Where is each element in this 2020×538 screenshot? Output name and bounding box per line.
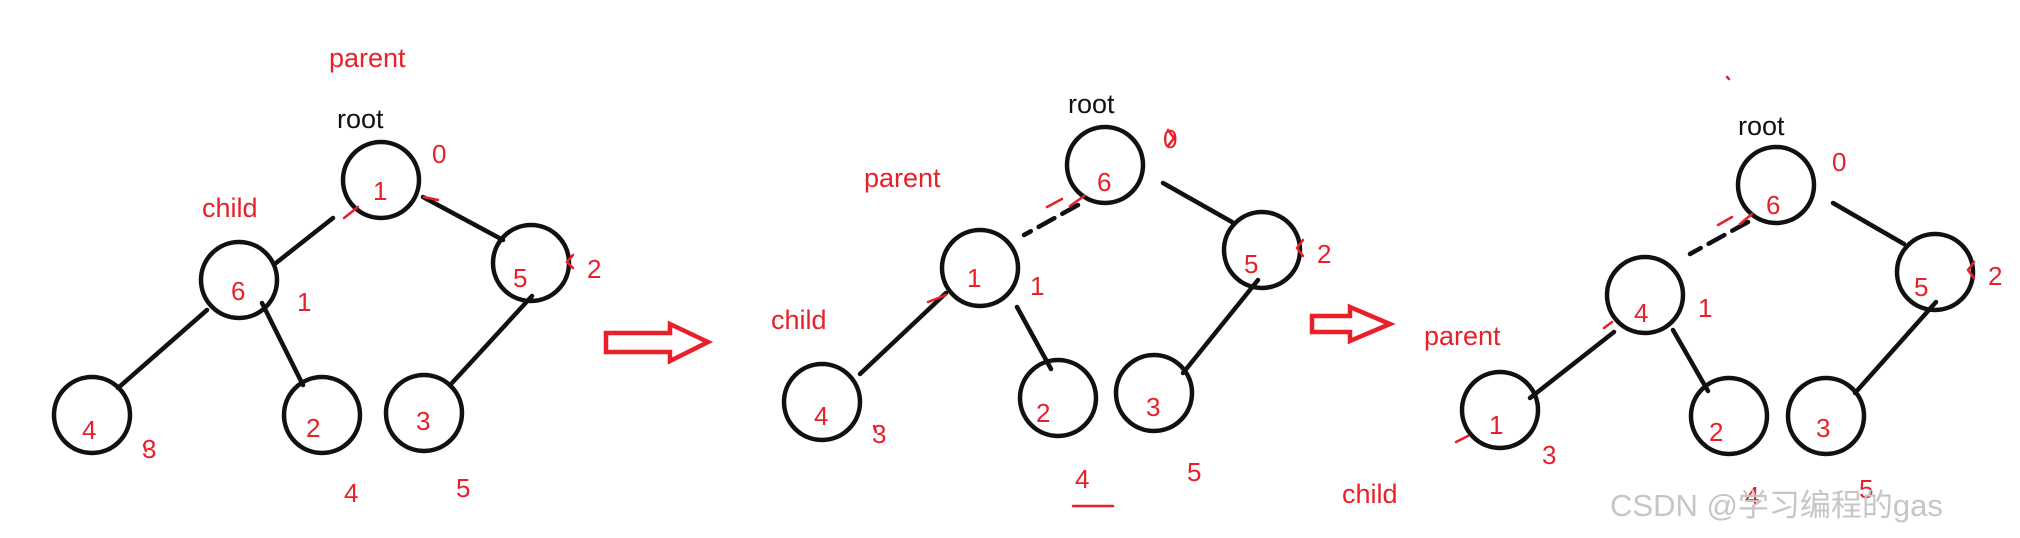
stage-2-node-2-value: 5 xyxy=(1244,249,1258,279)
stage-2-node-5-value: 3 xyxy=(1146,392,1160,422)
stage-3-pen-mark xyxy=(1725,75,1731,81)
stage-1-root-label: root xyxy=(337,104,384,134)
stage-3-tree: 6 4 5 1 2 3 0 1 2 3 4 5 root parent xyxy=(1342,75,2002,511)
stage-3-root-label: root xyxy=(1738,111,1785,141)
stage-1-pen-mark xyxy=(142,443,148,453)
stage-3-node-5-value: 3 xyxy=(1816,413,1830,443)
edge-root-right xyxy=(1160,180,1235,225)
stage-3-index-2: 2 xyxy=(1988,261,2002,291)
stage-2-pen-mark xyxy=(926,293,948,304)
stage-2-pen-mark xyxy=(1045,194,1086,209)
stage-2-root-label: root xyxy=(1068,89,1115,119)
edge-left-leftleaf xyxy=(115,307,210,391)
stage-2-node-4: 2 xyxy=(1017,357,1099,439)
stage-3-pen-mark xyxy=(1716,212,1754,227)
stage-3-pen-mark xyxy=(1454,434,1470,444)
stage-1-node-2: 5 xyxy=(490,222,572,304)
stage-2-node-3: 4 xyxy=(781,361,863,443)
stage-2-node-2: 5 xyxy=(1221,209,1303,291)
edge-left-rightleaf xyxy=(259,300,306,388)
edge-left-leftleaf xyxy=(857,290,949,377)
edge-root-left xyxy=(1021,202,1081,238)
stage-1-node-3-value: 4 xyxy=(82,415,96,445)
edge-left-rightleaf xyxy=(1014,304,1054,372)
stage-3-node-3: 1 xyxy=(1459,369,1541,451)
stage-3-index-3: 3 xyxy=(1542,440,1556,470)
stage-3-node-5: 3 xyxy=(1785,375,1867,457)
stage-2-index-4: 4 xyxy=(1075,464,1089,494)
stage-3-pen-mark xyxy=(1966,260,1976,280)
stage-1-parent-label: parent xyxy=(329,43,406,73)
stage-3-node-4: 2 xyxy=(1688,375,1770,457)
stage-3-child-label: child xyxy=(1342,479,1398,509)
stage-3-parent-label: parent xyxy=(1424,321,1501,351)
stage-1-index-2: 2 xyxy=(587,254,601,284)
stage-2-node-1: 1 xyxy=(939,227,1021,309)
edge-root-right xyxy=(420,194,506,243)
edge-right-leaf xyxy=(1852,299,1939,396)
stage-2-index-5: 5 xyxy=(1187,457,1201,487)
stage-1-pen-mark xyxy=(342,205,360,220)
watermark-text: CSDN @学习编程的gas xyxy=(1610,488,1943,523)
stage-3-node-3-value: 1 xyxy=(1489,410,1503,440)
stage-2-parent-label: parent xyxy=(864,163,941,193)
edge-right-leaf xyxy=(1180,277,1261,376)
stage-1-node-1-value: 6 xyxy=(231,276,245,306)
stage-3-node-2: 5 xyxy=(1894,231,1976,313)
stage-3-node-4-value: 2 xyxy=(1709,417,1723,447)
stage-3-pen-mark xyxy=(1602,320,1614,330)
stage-1-index-3: 3 xyxy=(142,434,156,464)
stage-1-pen-mark xyxy=(422,195,440,202)
stage-1-tree: 1 6 5 4 2 3 0 1 2 3 4 5 parent root xyxy=(51,43,601,508)
stage-2-tree: 6 1 5 4 2 3 0 1 2 3 4 5 root parent xyxy=(771,89,1331,508)
stage-1-node-1: 6 xyxy=(198,239,280,321)
stage-3-node-2-value: 5 xyxy=(1914,272,1928,302)
stage-1-node-2-value: 5 xyxy=(513,263,527,293)
stage-2-node-1-value: 1 xyxy=(967,263,981,293)
stage-1-child-label: child xyxy=(202,193,258,223)
edge-right-leaf xyxy=(449,293,535,386)
stage-1-node-5-value: 3 xyxy=(416,406,430,436)
stage-2-index-2: 2 xyxy=(1317,239,1331,269)
stage-2-child-label: child xyxy=(771,305,827,335)
stage-2-node-3-value: 4 xyxy=(814,401,828,431)
stage-2-node-0: 6 xyxy=(1064,124,1146,206)
stage-1-index-5: 5 xyxy=(456,473,470,503)
stage-2-pen-mark xyxy=(872,424,878,434)
edge-left-leftleaf xyxy=(1527,329,1617,401)
edge-root-left xyxy=(273,215,336,266)
edge-root-left xyxy=(1687,219,1751,257)
stage-3-node-0-value: 6 xyxy=(1766,190,1780,220)
stage-3-index-5: 5 xyxy=(1859,474,1873,504)
stage-1-node-4: 2 xyxy=(281,374,363,456)
stage-3-node-1-value: 4 xyxy=(1634,298,1648,328)
stage-1-node-0: 1 xyxy=(340,139,422,221)
stage-2-node-5: 3 xyxy=(1113,352,1195,434)
stage-3-node-0: 6 xyxy=(1735,144,1817,226)
stage-2-pen-mark xyxy=(1166,128,1176,148)
stage-2-index-3: 3 xyxy=(872,419,886,449)
stage-1-index-0: 0 xyxy=(432,139,446,169)
stage-2-index-0: 0 xyxy=(1163,124,1177,154)
stage-2-node-4-value: 2 xyxy=(1036,398,1050,428)
stage-3-index-0: 0 xyxy=(1832,147,1846,177)
stage-3-index-4: 4 xyxy=(1745,481,1759,511)
stage-2-pen-mark xyxy=(1295,238,1305,258)
edge-left-rightleaf xyxy=(1670,327,1711,394)
transition-arrow-1 xyxy=(603,320,714,365)
stage-2-node-0-value: 6 xyxy=(1097,167,1111,197)
stage-3-index-1: 1 xyxy=(1698,293,1712,323)
edge-root-right xyxy=(1830,200,1907,247)
stage-2-index-1: 1 xyxy=(1030,271,1044,301)
stage-1-pen-mark xyxy=(565,253,575,270)
stage-1-index-1: 1 xyxy=(297,287,311,317)
stage-1-index-4: 4 xyxy=(344,478,358,508)
stage-1-node-4-value: 2 xyxy=(306,413,320,443)
stage-1-node-0-value: 1 xyxy=(373,176,387,206)
transition-arrow-2 xyxy=(1309,303,1396,345)
stage-1-node-5: 3 xyxy=(383,372,465,454)
stage-3-node-1: 4 xyxy=(1604,254,1686,336)
stage-1-node-3: 4 xyxy=(51,374,133,456)
